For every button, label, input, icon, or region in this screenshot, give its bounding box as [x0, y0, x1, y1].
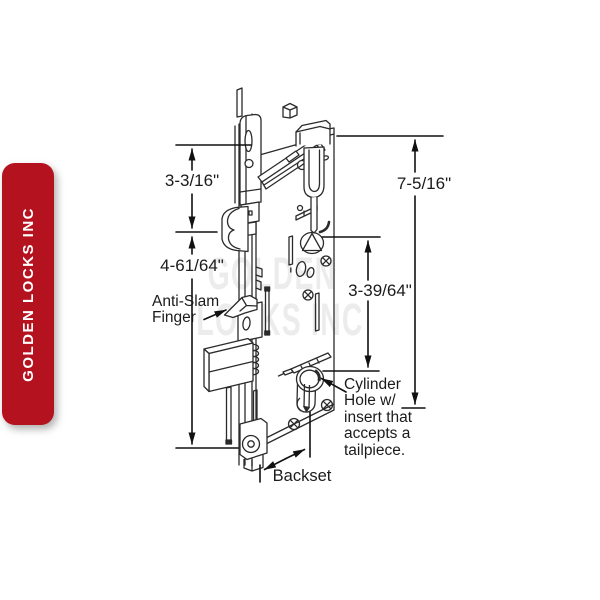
cylinder-callout-line4: accepts a — [344, 425, 411, 443]
dimension-label-top-section: 3-3/16" — [164, 171, 220, 190]
anti-slam-finger — [223, 294, 263, 343]
bottom-boss — [239, 417, 268, 472]
anti-slam-leader-arrow — [203, 309, 227, 321]
pin-hole — [296, 204, 304, 212]
dimension-label-backset: Backset — [272, 467, 332, 485]
spindle-hub — [299, 231, 325, 255]
screw-2 — [302, 289, 314, 301]
anti-slam-callout-line2: Finger — [152, 309, 196, 327]
cylinder-callout-line1: Cylinder — [344, 376, 401, 393]
watermark-line2: LOCKS INC — [196, 294, 364, 345]
slot-upper — [288, 235, 294, 273]
edge-clips — [255, 266, 263, 291]
dimension-label-hub-to-cylinder: 3-39/64" — [348, 281, 412, 300]
drive-rod — [225, 386, 232, 445]
anti-slam-callout: Anti-Slam Finger — [152, 293, 220, 327]
brand-banner: GOLDEN LOCKS INC — [2, 163, 54, 425]
crescent-mark — [318, 220, 331, 234]
latch-bracket — [295, 119, 331, 234]
slot-mid-left — [264, 287, 270, 336]
deadbolt-block — [203, 337, 254, 393]
top-clip — [282, 102, 298, 119]
oval-hole-1 — [295, 260, 307, 278]
keep-wedge — [221, 205, 249, 253]
cylinder-callout-line2: Hole w/ — [344, 392, 396, 410]
euro-cylinder-hole — [295, 365, 325, 413]
anti-slam-callout-line1: Anti-Slam — [152, 293, 220, 310]
screw-1 — [320, 255, 332, 267]
dimension-lines — [175, 135, 444, 483]
cylinder-hole-callout: Cylinder Hole w/ insert that accepts a t… — [344, 376, 413, 459]
cylinder-leader-arrow — [320, 377, 347, 393]
cylinder-callout-line5: tailpiece. — [344, 441, 406, 459]
slot-mid-right — [314, 292, 320, 332]
dimension-label-overall-height: 7-5/16" — [396, 174, 452, 193]
dimension-label-middle-section: 4-61/64" — [160, 256, 224, 275]
cylinder-callout-line3: insert that — [344, 408, 413, 426]
screw-4 — [320, 398, 334, 412]
oval-hole-2 — [306, 266, 315, 279]
screw-3 — [287, 417, 301, 431]
